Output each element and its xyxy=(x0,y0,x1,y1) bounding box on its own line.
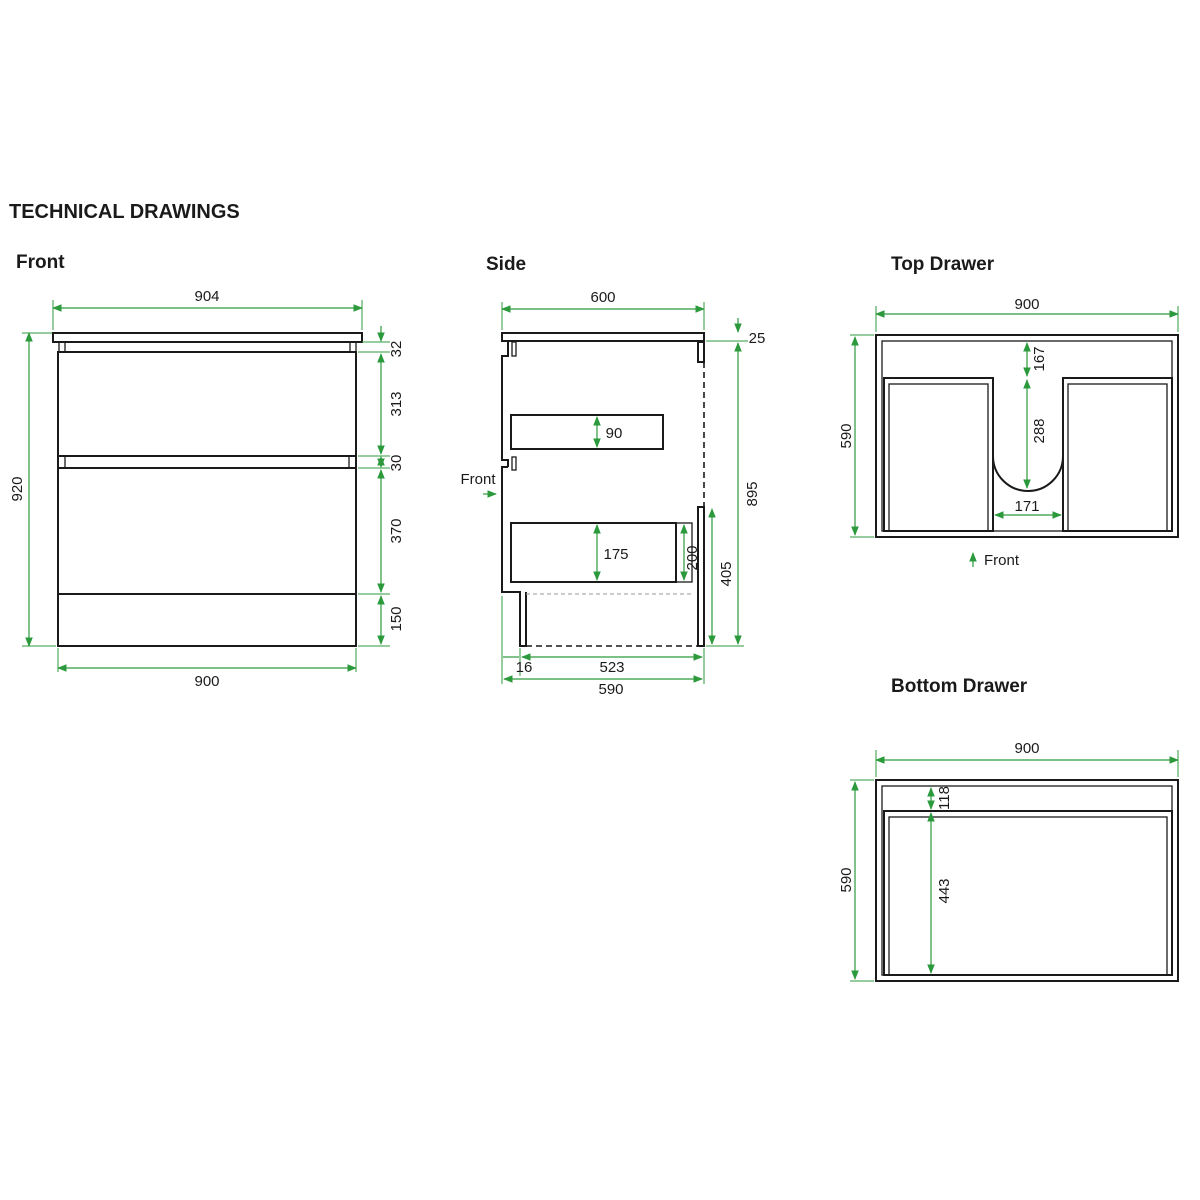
top-drawer-cutout-width-label: 171 xyxy=(1014,498,1039,515)
front-segment-4-label: 370 xyxy=(388,518,405,543)
front-view-title: Front xyxy=(16,252,65,273)
side-drawer-front-label: 200 xyxy=(684,545,701,570)
front-total-height-label: 920 xyxy=(9,476,26,501)
side-front-label: Front xyxy=(460,471,496,488)
bottom-drawer-title: Bottom Drawer xyxy=(891,676,1028,697)
side-top-thickness-label: 25 xyxy=(749,330,766,347)
bottom-drawer-width-label: 900 xyxy=(1014,740,1039,757)
side-view: 600 25 895 90 175 200 405 Front xyxy=(460,289,765,698)
top-drawer-front-gap-label: 167 xyxy=(1031,346,1048,371)
side-leg-height-label: 405 xyxy=(718,561,735,586)
front-segment-5-label: 150 xyxy=(388,606,405,631)
page-title: TECHNICAL DRAWINGS xyxy=(9,201,240,223)
front-bottom-width-label: 900 xyxy=(194,673,219,690)
side-lower-drawer-label: 175 xyxy=(603,546,628,563)
bottom-drawer-inner-depth-label: 443 xyxy=(936,878,953,903)
bottom-drawer-depth-label: 590 xyxy=(838,867,855,892)
top-drawer-view: 900 590 167 288 171 Front xyxy=(838,296,1179,569)
side-total-height-label: 895 xyxy=(744,481,761,506)
side-cabinet-outline xyxy=(501,332,705,647)
front-top-width-label: 904 xyxy=(194,288,219,305)
top-drawer-outline xyxy=(875,334,1179,538)
bottom-drawer-view: 900 590 118 443 xyxy=(838,740,1179,982)
top-drawer-title: Top Drawer xyxy=(891,254,995,275)
side-bottom-offset-label: 16 xyxy=(516,659,533,676)
top-drawer-cutout-depth-label: 288 xyxy=(1031,418,1048,443)
side-bottom-total-label: 590 xyxy=(598,681,623,698)
front-cabinet-outline xyxy=(52,332,363,647)
top-drawer-width-label: 900 xyxy=(1014,296,1039,313)
bottom-drawer-outline xyxy=(875,779,1179,982)
side-top-depth-label: 600 xyxy=(590,289,615,306)
front-segment-2-label: 313 xyxy=(388,391,405,416)
side-view-title: Side xyxy=(486,254,527,275)
front-segment-3-label: 30 xyxy=(388,455,405,472)
front-view: 904 900 920 32 313 30 37 xyxy=(9,288,405,690)
side-bottom-inner-label: 523 xyxy=(599,659,624,676)
front-segment-1-label: 32 xyxy=(388,341,405,358)
top-drawer-front-label: Front xyxy=(984,552,1020,569)
side-upper-drawer-label: 90 xyxy=(606,425,623,442)
top-drawer-depth-label: 590 xyxy=(838,423,855,448)
bottom-drawer-front-gap-label: 118 xyxy=(936,786,953,810)
